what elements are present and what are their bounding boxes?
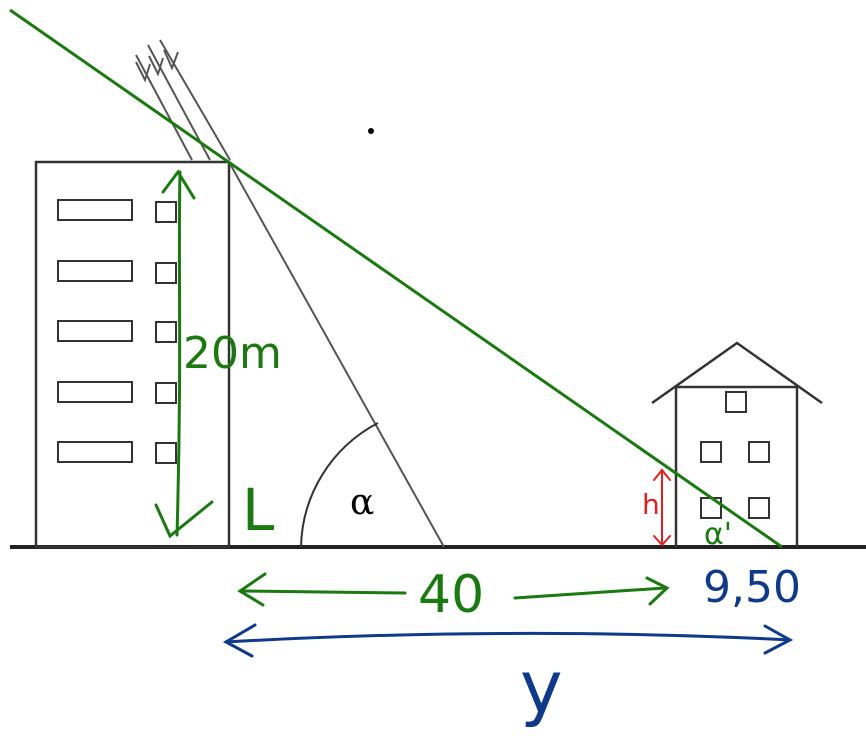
distance-40-arrow bbox=[237, 572, 670, 607]
ray-arrowhead-3 bbox=[163, 49, 179, 71]
small-angle-label: α' bbox=[704, 517, 732, 552]
house-windows bbox=[700, 391, 770, 519]
right-angle-label: L bbox=[242, 476, 274, 544]
house-roof bbox=[651, 341, 823, 405]
ray-arrowhead-2 bbox=[148, 55, 164, 77]
distance-40-label: 40 bbox=[418, 565, 484, 625]
total-distance-label: y bbox=[520, 645, 563, 729]
green-sightline bbox=[9, 8, 783, 549]
ray-arrowhead-1 bbox=[135, 61, 151, 83]
small-house bbox=[651, 341, 823, 547]
height-arrow bbox=[154, 169, 214, 539]
dot-mark bbox=[368, 128, 374, 134]
angle-alpha-arc bbox=[300, 422, 379, 548]
height-label: 20m bbox=[183, 328, 282, 379]
angle-alpha-label: α bbox=[350, 482, 374, 523]
tall-building-body bbox=[34, 160, 231, 549]
sun-rays bbox=[135, 39, 445, 548]
house-body bbox=[674, 385, 799, 547]
tall-building bbox=[34, 160, 231, 549]
small-height-label: h bbox=[642, 488, 660, 521]
shadow-ray bbox=[228, 161, 445, 548]
tall-building-windows bbox=[57, 199, 177, 464]
extra-distance-label: 9,50 bbox=[703, 562, 801, 613]
small-height-arrow bbox=[653, 468, 671, 547]
total-distance-arrow bbox=[222, 623, 794, 658]
